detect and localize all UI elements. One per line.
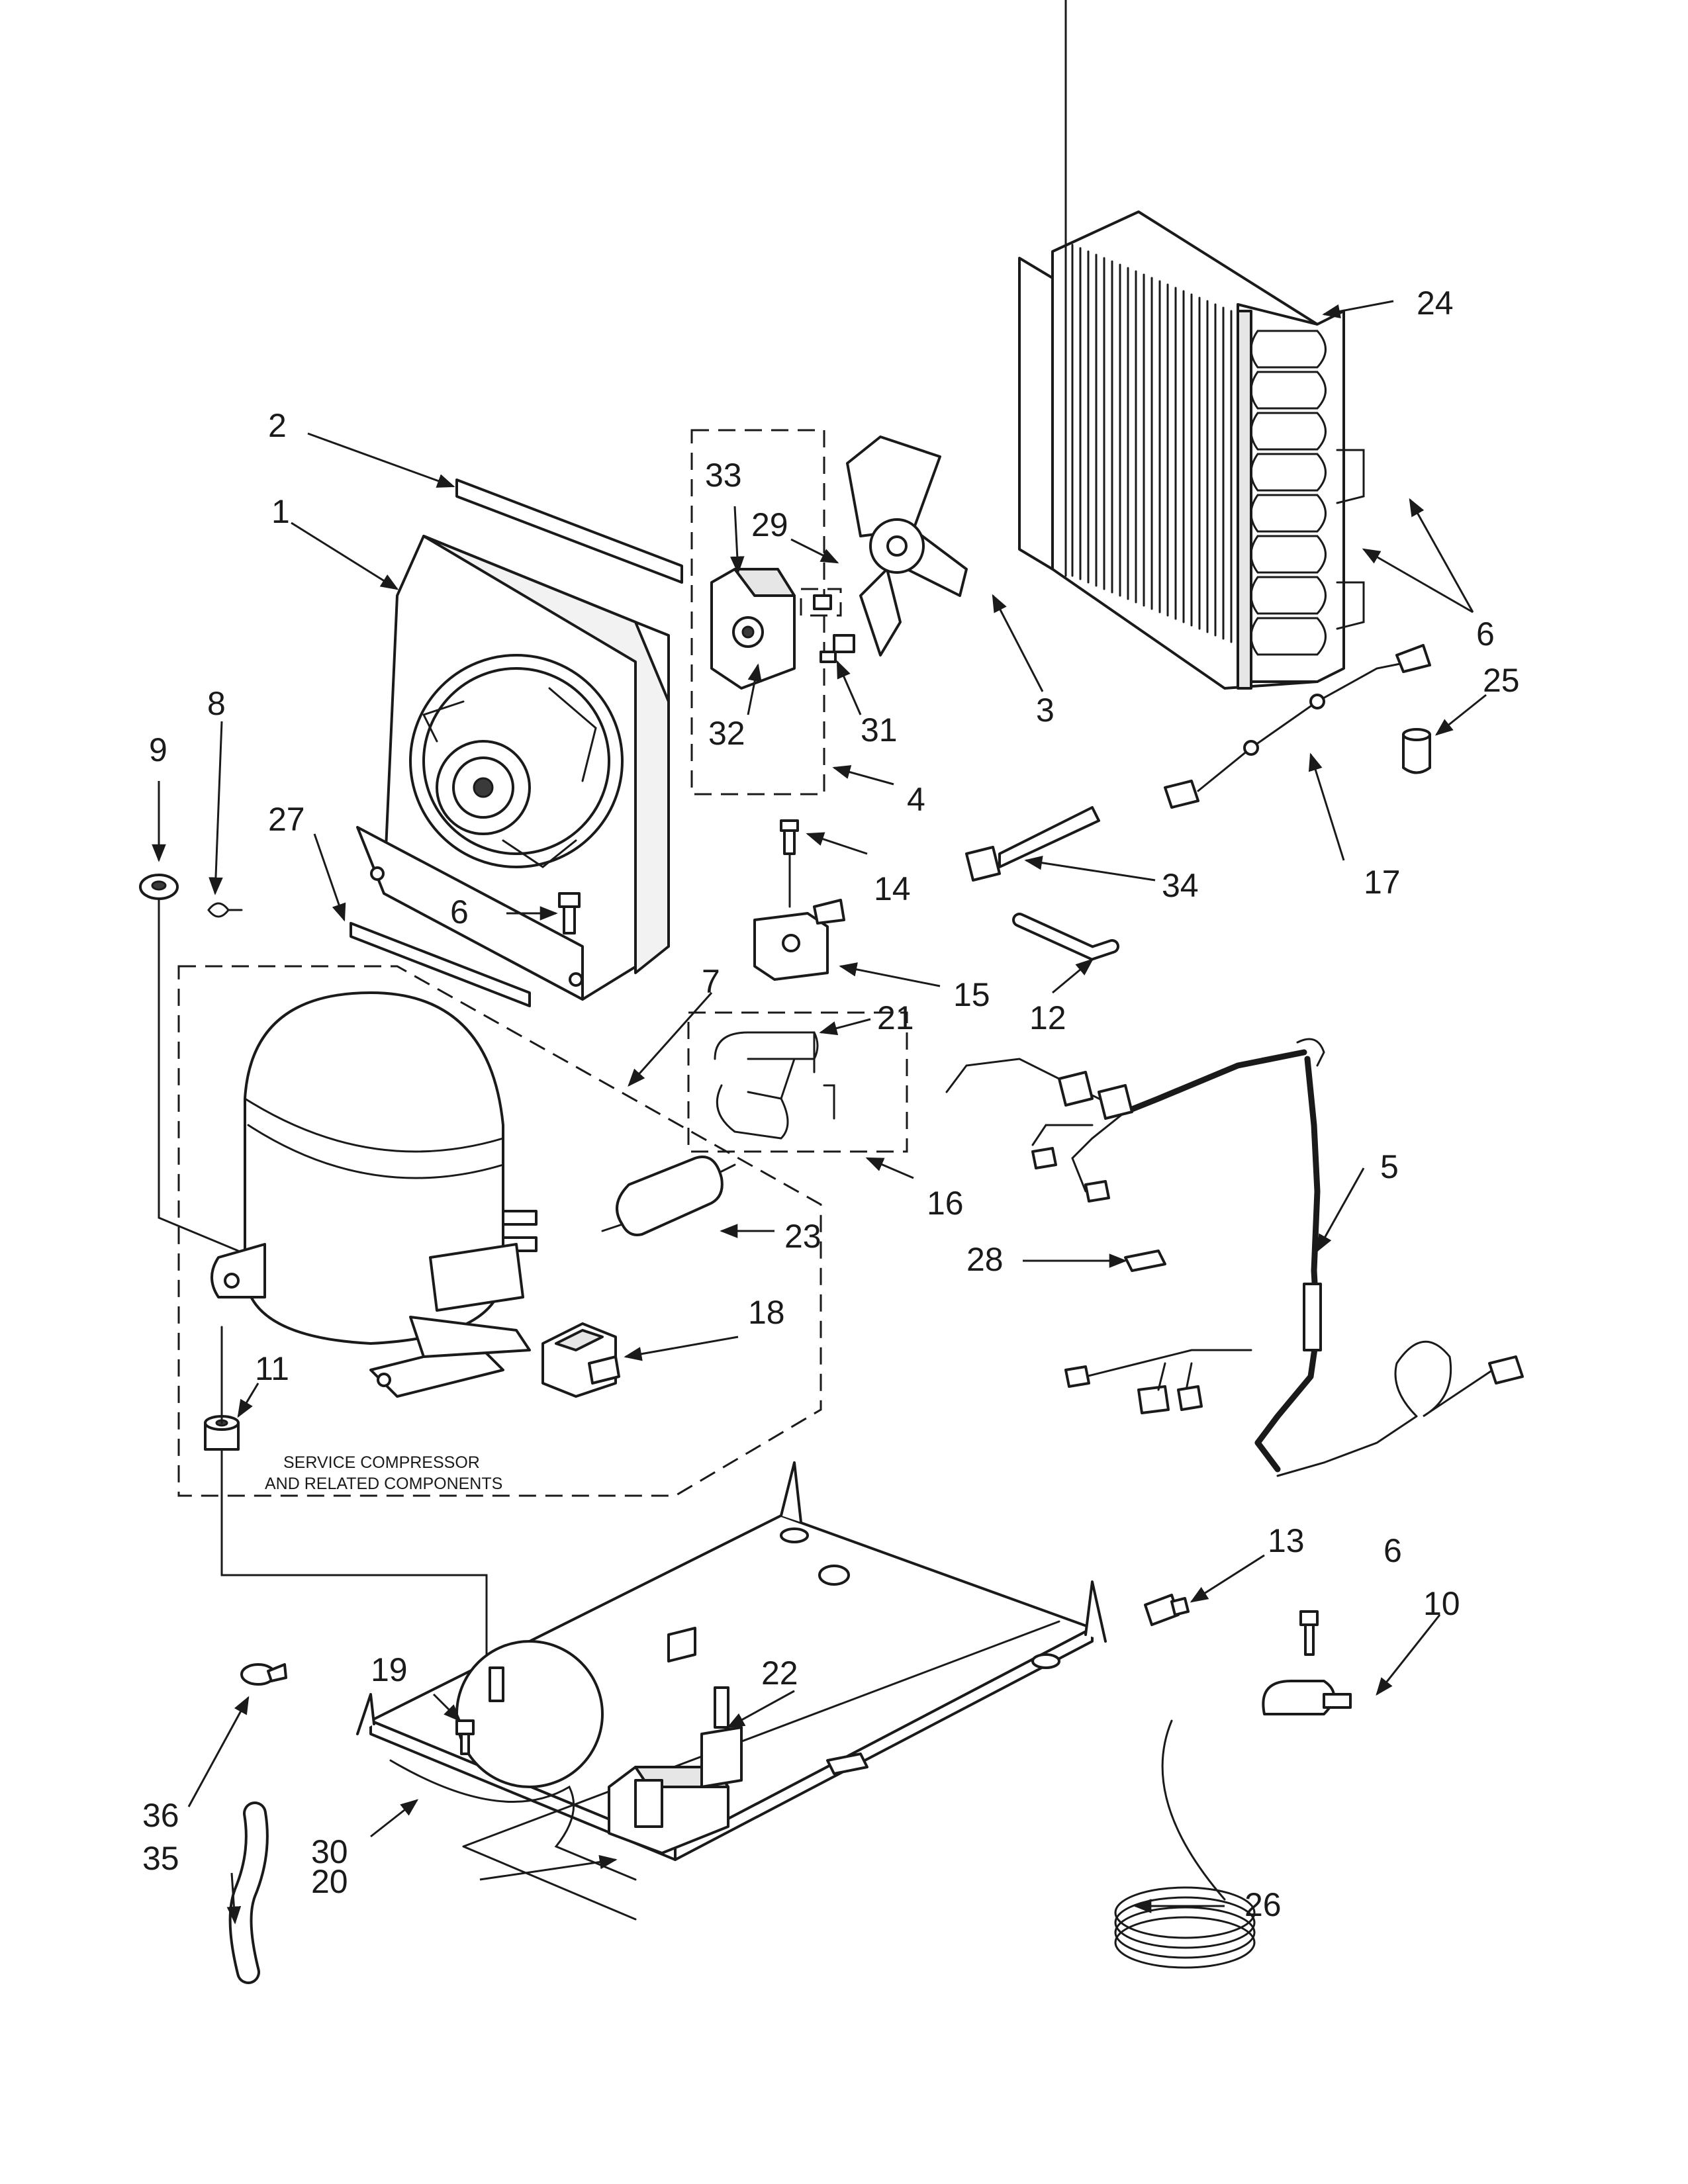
clip <box>207 902 243 918</box>
callout-36: 36 <box>142 1797 179 1834</box>
water-tubing <box>1114 1719 1256 1969</box>
fan-motor-kit-box <box>690 429 825 796</box>
callout-3: 3 <box>1036 692 1055 729</box>
callout-27: 27 <box>268 801 305 838</box>
callout-20: 20 <box>311 1863 348 1900</box>
callout-6: 6 <box>1383 1532 1402 1569</box>
drain-hose <box>228 1801 269 1984</box>
callout-15: 15 <box>953 976 990 1013</box>
callout-2: 2 <box>268 407 287 444</box>
callout-16: 16 <box>927 1185 964 1222</box>
compressor <box>211 991 538 1398</box>
thermistor-harness <box>1164 644 1431 809</box>
fan-blade <box>846 435 968 657</box>
callout-17: 17 <box>1364 864 1401 901</box>
callout-32: 32 <box>708 715 745 752</box>
screw <box>455 1719 475 1755</box>
leveling-screw <box>1144 1594 1190 1626</box>
wire-harness <box>945 1038 1524 1477</box>
gasket <box>350 922 531 1007</box>
callout-10: 10 <box>1423 1585 1460 1622</box>
callout-30: 30 <box>311 1833 348 1870</box>
callout-29: 29 <box>751 506 788 543</box>
callout-33: 33 <box>705 457 742 494</box>
base-pan <box>356 1461 1107 1881</box>
service-compressor-box <box>177 965 822 1497</box>
bracket <box>714 1031 835 1140</box>
fan-motor <box>710 568 796 690</box>
bracket-kit-box <box>687 1011 908 1153</box>
callout-6: 6 <box>450 893 469 931</box>
hose-clamp <box>240 1663 287 1686</box>
callout-35: 35 <box>142 1840 179 1877</box>
callout-9: 9 <box>149 731 167 768</box>
callout-25: 25 <box>1483 662 1520 699</box>
callout-22: 22 <box>761 1655 798 1692</box>
strip <box>455 478 683 584</box>
callout-6: 6 <box>1476 615 1495 653</box>
callout-23: 23 <box>784 1218 821 1255</box>
callout-12: 12 <box>1029 999 1066 1036</box>
screw <box>558 892 581 934</box>
callout-28: 28 <box>966 1241 1004 1278</box>
relay <box>541 1322 620 1398</box>
callout-24: 24 <box>1417 285 1454 322</box>
tubing-clamp <box>1262 1680 1352 1715</box>
drier <box>601 1156 736 1236</box>
screw <box>780 819 799 855</box>
service-note-line2: AND RELATED COMPONENTS <box>265 1475 502 1493</box>
service-note-line1: SERVICE COMPRESSOR <box>283 1453 480 1472</box>
callout-31: 31 <box>861 711 898 749</box>
callout-18: 18 <box>748 1294 785 1331</box>
valve-coil <box>753 899 845 981</box>
fan-shroud <box>356 535 670 1001</box>
screw <box>1299 1610 1319 1656</box>
callout-7: 7 <box>702 963 720 1000</box>
callout-1: 1 <box>271 493 290 530</box>
grommet <box>139 874 179 900</box>
pad <box>462 1620 1060 1921</box>
callout-21: 21 <box>877 999 914 1036</box>
condenser <box>1018 0 1365 690</box>
callout-19: 19 <box>371 1651 408 1688</box>
callout-8: 8 <box>207 685 226 722</box>
callout-14: 14 <box>874 870 911 907</box>
capacitor <box>1402 728 1431 774</box>
callout-13: 13 <box>1268 1522 1305 1559</box>
callout-26: 26 <box>1244 1886 1282 1923</box>
callout-4: 4 <box>907 781 925 818</box>
water-valve <box>608 1686 743 1854</box>
callout-34: 34 <box>1162 867 1199 904</box>
callout-5: 5 <box>1380 1148 1399 1185</box>
callout-11: 11 <box>255 1350 289 1387</box>
cable-tie <box>965 806 1100 882</box>
motor-screw <box>813 594 855 663</box>
fan-screw-box <box>800 588 842 617</box>
harness-clip <box>1124 1250 1166 1272</box>
